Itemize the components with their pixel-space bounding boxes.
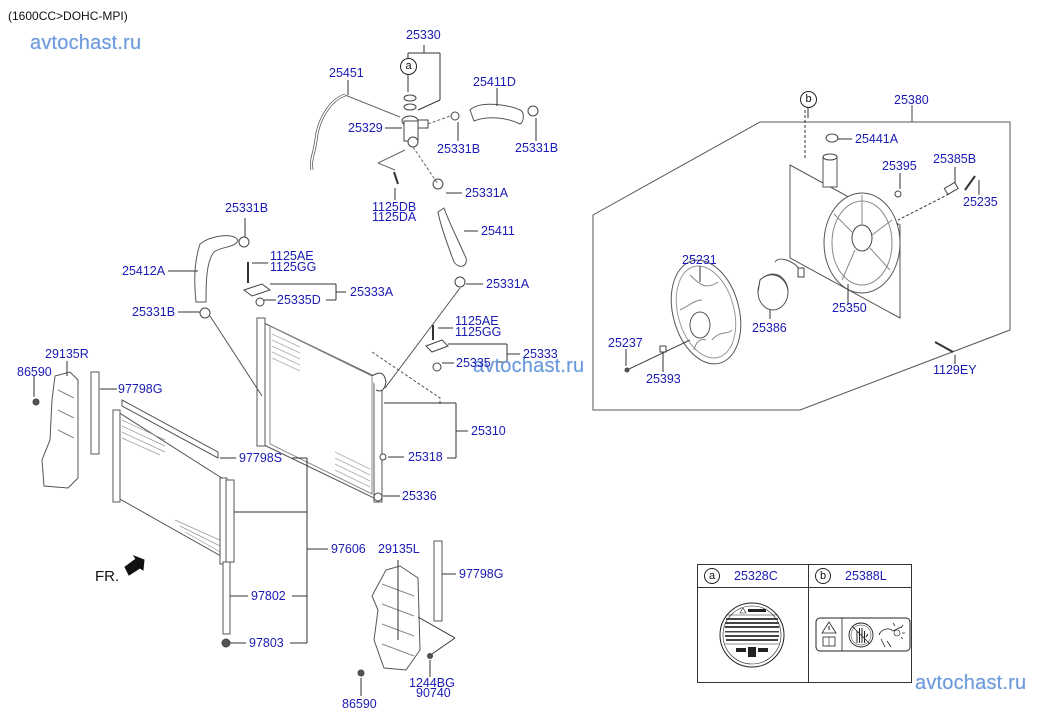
part-label[interactable]: 25411D [473, 75, 516, 89]
part-label[interactable]: 25331B [225, 201, 269, 215]
callout-marker-a[interactable]: a [400, 58, 417, 75]
hose-25411D [469, 103, 524, 125]
part-label[interactable]: 1125AE [455, 314, 499, 328]
part-label[interactable]: 25231 [682, 253, 717, 267]
part-label[interactable]: 25331B [515, 141, 559, 155]
legend-header-b: b 25388L [809, 565, 911, 588]
part-label[interactable]: 97798S [239, 451, 283, 465]
part-label[interactable]: 25331A [486, 277, 530, 291]
thermostat-housing-25329 [401, 115, 429, 148]
part-label[interactable]: 29135L [378, 542, 420, 556]
part-label[interactable]: 25310 [471, 424, 506, 438]
air-guard-left-drawing [357, 565, 433, 677]
part-label[interactable]: 25411 [481, 224, 515, 238]
radiator-drawing [256, 317, 387, 503]
part-label[interactable]: 25385B [933, 152, 977, 166]
part-label[interactable]: 1129EY [933, 363, 977, 377]
hose-25411 [437, 207, 467, 267]
part-label[interactable]: 25329 [348, 121, 383, 135]
legend-marker-b: b [815, 568, 831, 584]
part-label[interactable]: 25441A [855, 132, 899, 146]
air-guard-right-drawing [32, 371, 79, 489]
fan-warning-label-icon [815, 617, 911, 652]
part-label[interactable]: 86590 [17, 365, 52, 379]
legend-marker-a: a [704, 568, 720, 584]
part-label[interactable]: 1125GG [455, 325, 502, 339]
fan-shroud-drawing [789, 110, 976, 353]
part-label[interactable]: 1125GG [270, 260, 317, 274]
part-label[interactable]: 25318 [408, 450, 443, 464]
part-label[interactable]: 25451 [329, 66, 364, 80]
part-label[interactable]: 90740 [416, 686, 451, 700]
part-label[interactable]: 25333 [523, 347, 558, 361]
radiator-cap-label-icon [719, 602, 785, 668]
part-label[interactable]: 25380 [894, 93, 929, 107]
callout-marker-b[interactable]: b [800, 91, 817, 108]
part-label[interactable]: 97803 [249, 636, 284, 650]
label-legend-table: a 25328C b 25388L [697, 564, 912, 683]
legend-cell-b: b 25388L [809, 565, 911, 682]
cap-ring [403, 94, 417, 102]
condenser-drawing [112, 399, 235, 648]
part-label[interactable]: 25335D [277, 293, 321, 307]
part-label[interactable]: 25350 [832, 301, 867, 315]
fan-assembly-box [592, 121, 1011, 411]
front-orientation-label: FR. [95, 568, 120, 585]
fan-motor-drawing [757, 258, 805, 311]
part-label[interactable]: 97606 [331, 542, 366, 556]
part-label[interactable]: 25395 [882, 159, 917, 173]
part-label[interactable]: 25331B [437, 142, 481, 156]
part-label[interactable]: 97798G [118, 382, 163, 396]
part-label[interactable]: 25330 [406, 28, 441, 42]
part-label[interactable]: 25237 [608, 336, 643, 350]
fan-blade-drawing [624, 259, 742, 373]
part-label[interactable]: 25386 [752, 321, 787, 335]
part-label[interactable]: 1125DA [372, 210, 417, 224]
engine-spec-subtitle: (1600CC>DOHC-MPI) [8, 9, 128, 23]
part-label[interactable]: 25235 [963, 195, 998, 209]
legend-code-a[interactable]: 25328C [734, 569, 778, 583]
part-label[interactable]: 25331B [132, 305, 176, 319]
legend-cell-a: a 25328C [698, 565, 809, 682]
front-arrow-icon [124, 554, 145, 576]
hose-25412A [194, 235, 239, 303]
watermark: avtochast.ru [473, 355, 585, 377]
part-label[interactable]: 25333A [350, 285, 394, 299]
part-label[interactable]: 25336 [402, 489, 437, 503]
part-label[interactable]: 25393 [646, 372, 681, 386]
legend-header-a: a 25328C [698, 565, 808, 588]
legend-code-b[interactable]: 25388L [845, 569, 887, 583]
part-label[interactable]: 29135R [45, 347, 89, 361]
part-label[interactable]: 25331A [465, 186, 509, 200]
part-label[interactable]: 25412A [122, 264, 166, 278]
part-label[interactable]: 25335 [456, 356, 491, 370]
watermark: avtochast.ru [30, 32, 142, 54]
part-label[interactable]: 1125AE [270, 249, 314, 263]
part-label[interactable]: 97798G [459, 567, 504, 581]
part-label[interactable]: 97802 [251, 589, 286, 603]
part-label[interactable]: 1244BG [409, 676, 455, 690]
seal-97798G-bottom [433, 540, 443, 622]
part-label[interactable]: 86590 [342, 697, 377, 711]
watermark: avtochast.ru [915, 672, 1027, 694]
part-label[interactable]: 1125DB [372, 200, 417, 214]
seal-97798G-top [90, 371, 100, 455]
